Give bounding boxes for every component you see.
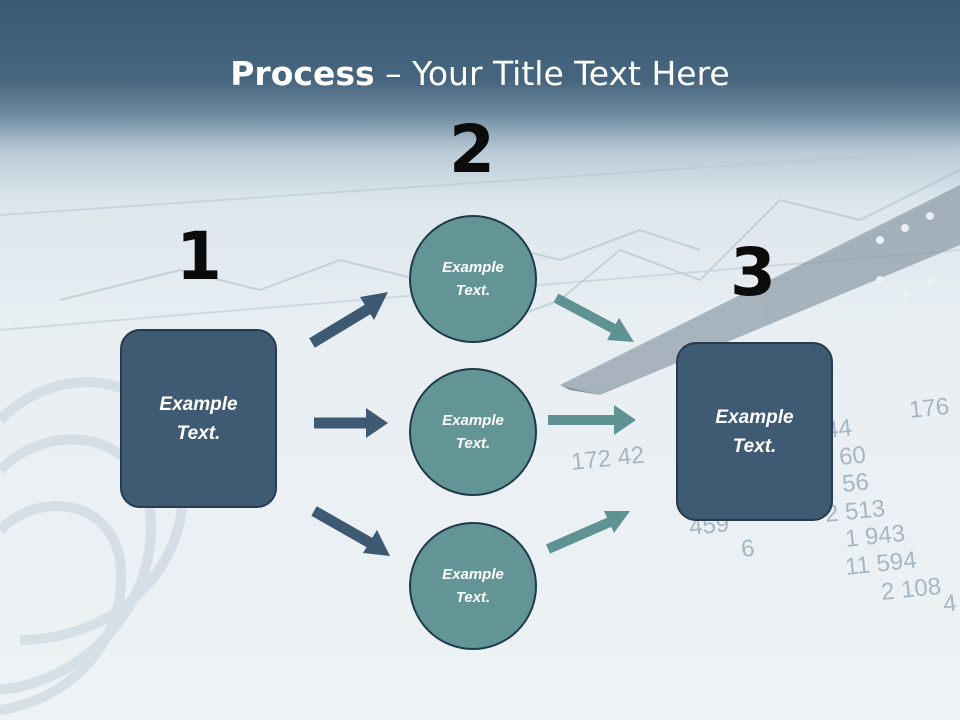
circle-top[interactable]: Example Text. xyxy=(409,215,537,343)
step-number-3: 3 xyxy=(730,234,776,311)
title-rest: – Your Title Text Here xyxy=(374,54,730,93)
bg-number: 2 513 xyxy=(824,495,887,528)
arrow-middle-to-right xyxy=(548,405,636,435)
step-number-1: 1 xyxy=(176,218,222,295)
arrow-left-to-bottom xyxy=(311,506,390,556)
step-number-2: 2 xyxy=(449,111,495,188)
bg-number: 60 xyxy=(838,441,867,471)
circle-middle[interactable]: Example Text. xyxy=(409,368,537,496)
arrow-left-to-middle xyxy=(314,408,388,438)
circle-middle-label: Example Text. xyxy=(442,412,504,452)
bg-number: 2 108 xyxy=(880,573,943,606)
right-step-label: Example Text. xyxy=(715,406,794,457)
bg-number: 6 xyxy=(740,535,756,563)
arrow-bottom-to-right xyxy=(545,511,630,554)
arrow-left-to-top xyxy=(309,292,388,348)
circle-bottom-label: Example Text. xyxy=(442,566,504,606)
bg-number: 1 943 xyxy=(844,520,907,553)
title-bold: Process xyxy=(230,54,375,93)
bg-number: 176 xyxy=(908,393,951,424)
bg-number: 4 xyxy=(942,590,958,618)
circle-top-label: Example Text. xyxy=(442,259,504,299)
arrow-top-to-right xyxy=(553,293,634,342)
circle-bottom[interactable]: Example Text. xyxy=(409,522,537,650)
left-step-label: Example Text. xyxy=(159,393,238,444)
left-step-box[interactable]: Example Text. xyxy=(120,329,277,508)
slide-title: Process – Your Title Text Here xyxy=(0,52,960,96)
right-step-box[interactable]: Example Text. xyxy=(676,342,833,521)
bg-number: 56 xyxy=(841,468,870,498)
